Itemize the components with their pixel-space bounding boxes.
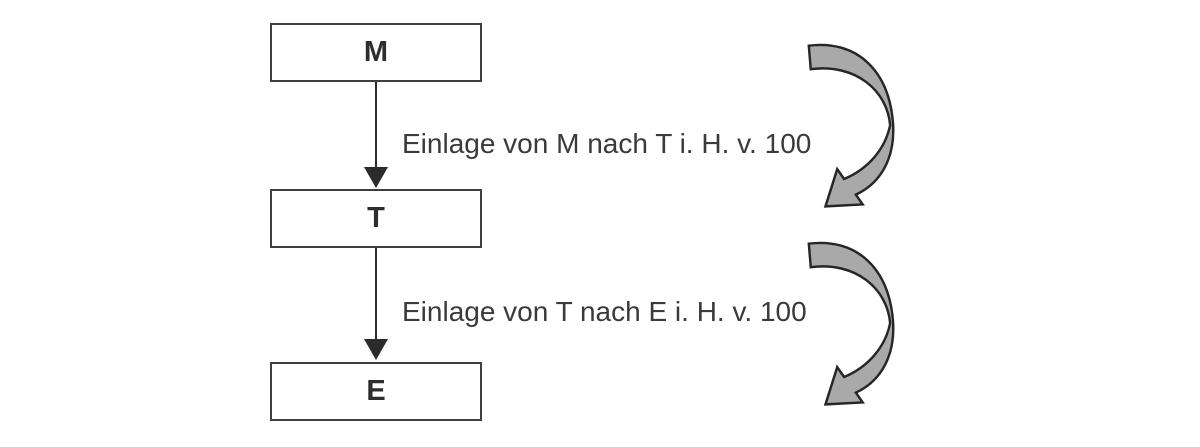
edge-label-t-e: Einlage von T nach E i. H. v. 100 xyxy=(402,296,807,327)
arrowhead-down-icon xyxy=(364,167,388,188)
curved-arrow-shape xyxy=(807,43,895,208)
node-label-e: E xyxy=(366,375,386,407)
connector-line-m-t xyxy=(375,82,377,168)
node-box-m: M xyxy=(270,23,482,82)
node-box-t: T xyxy=(270,189,482,248)
node-label-m: M xyxy=(363,36,389,68)
curved-return-arrow-icon xyxy=(807,43,895,208)
edge-label-m-t: Einlage von M nach T i. H. v. 100 xyxy=(402,128,812,159)
curved-arrow-shape xyxy=(807,241,895,406)
curved-return-arrow-icon xyxy=(807,241,895,406)
connector-line-t-e xyxy=(375,248,377,340)
node-label-t: T xyxy=(367,202,385,234)
node-box-e: E xyxy=(270,362,482,421)
arrowhead-down-icon xyxy=(364,339,388,360)
